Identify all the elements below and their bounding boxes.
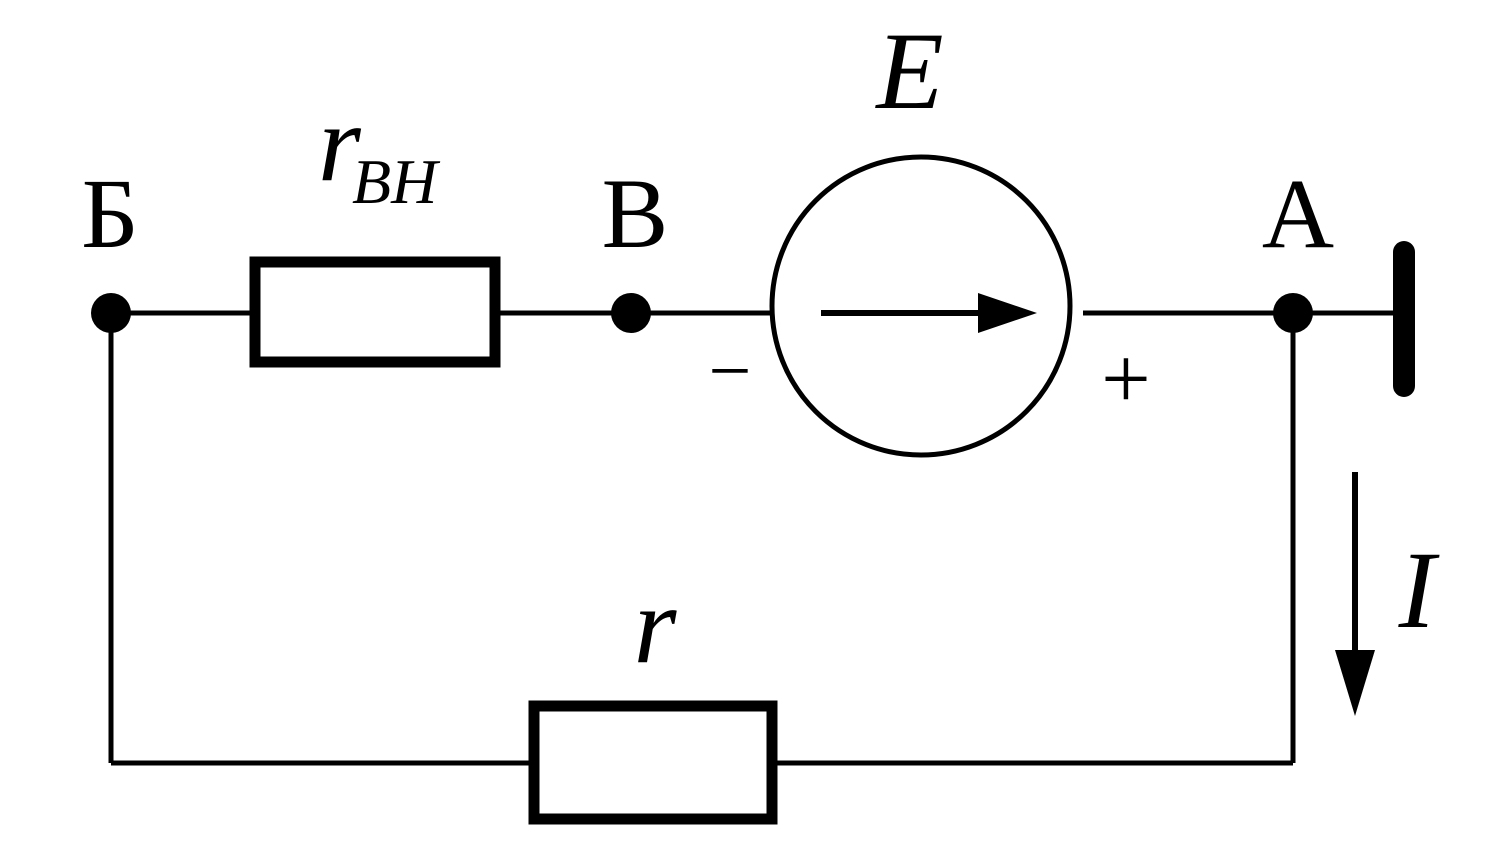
load-resistor <box>528 700 778 825</box>
emf-source-circle <box>769 154 1073 458</box>
emf-plus-sign: + <box>1101 331 1151 428</box>
current-symbol: I <box>1398 529 1440 651</box>
emf-minus-sign: − <box>709 329 752 413</box>
emf-symbol: E <box>874 10 943 132</box>
node-a <box>1273 293 1313 333</box>
node-b-label: Б <box>81 158 138 269</box>
node-a-label: А <box>1262 158 1334 269</box>
emf-source-arrow-head <box>978 293 1037 333</box>
load-resistor-symbol: r <box>634 564 678 686</box>
internal-resistor-subscript: ВН <box>352 146 441 217</box>
current-arrow-head <box>1335 650 1375 716</box>
node-v <box>611 293 651 333</box>
emf-source <box>769 154 1073 458</box>
internal-resistor <box>249 256 501 368</box>
internal-resistor-symbol: r <box>318 82 362 204</box>
wires <box>108 310 1404 766</box>
current-arrow <box>1335 472 1375 716</box>
node-v-label: В <box>602 158 669 269</box>
node-b <box>91 293 131 333</box>
